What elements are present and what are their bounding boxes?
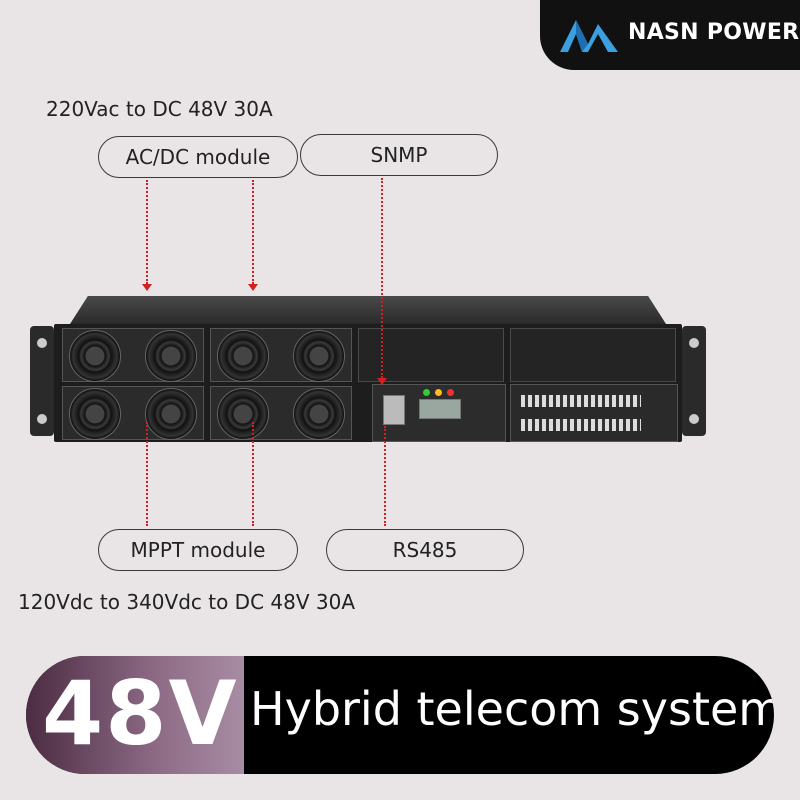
- arrow-head: [248, 284, 258, 291]
- rs485-label: RS485: [326, 529, 524, 571]
- acdc-module-1: [62, 328, 204, 382]
- nasn-mountain-logo-icon: [560, 20, 618, 52]
- fan-icon: [69, 330, 121, 382]
- brand-name: NASN POWER: [628, 20, 800, 45]
- rack-ear-left: [30, 326, 54, 436]
- led-icon: [435, 389, 442, 396]
- power-system-device: [30, 296, 706, 446]
- mppt-module-label: MPPT module: [98, 529, 298, 571]
- rack-ear-right: [682, 326, 706, 436]
- brand-header: NASN POWER: [540, 0, 800, 70]
- title-banner: 48V Hybrid telecom system: [26, 656, 774, 774]
- led-icon: [423, 389, 430, 396]
- arrow-head: [142, 284, 152, 291]
- acdc-module-label: AC/DC module: [98, 136, 298, 178]
- fan-icon: [69, 388, 121, 440]
- acdc-spec-text: 220Vac to DC 48V 30A: [46, 97, 273, 121]
- chassis-front: [54, 324, 682, 442]
- banner-gradient: [26, 656, 244, 774]
- arrow-acdc-2: [252, 180, 254, 284]
- fan-icon: [145, 330, 197, 382]
- chassis-top: [70, 296, 666, 324]
- banner-voltage: 48V: [42, 662, 239, 765]
- blank-panel: [358, 328, 504, 382]
- arrow-mppt-1: [146, 422, 148, 526]
- fan-icon: [217, 388, 269, 440]
- snmp-label: SNMP: [300, 134, 498, 176]
- controller-lcd: [419, 399, 461, 419]
- acdc-module-2: [210, 328, 352, 382]
- rj45-port: [383, 395, 405, 425]
- fan-icon: [293, 388, 345, 440]
- banner-title: Hybrid telecom system: [250, 682, 774, 736]
- arrow-rs485: [384, 426, 386, 526]
- fan-icon: [217, 330, 269, 382]
- arrow-mppt-2: [252, 422, 254, 526]
- terminal-block: [510, 384, 678, 442]
- mppt-module-2: [210, 386, 352, 440]
- fan-icon: [145, 388, 197, 440]
- controller-unit: [372, 384, 506, 442]
- arrow-head: [377, 378, 387, 385]
- blank-panel: [510, 328, 676, 382]
- mppt-spec-text: 120Vdc to 340Vdc to DC 48V 30A: [18, 590, 356, 614]
- led-icon: [447, 389, 454, 396]
- mppt-module-1: [62, 386, 204, 440]
- arrow-snmp: [381, 178, 383, 378]
- fan-icon: [293, 330, 345, 382]
- arrow-acdc-1: [146, 180, 148, 284]
